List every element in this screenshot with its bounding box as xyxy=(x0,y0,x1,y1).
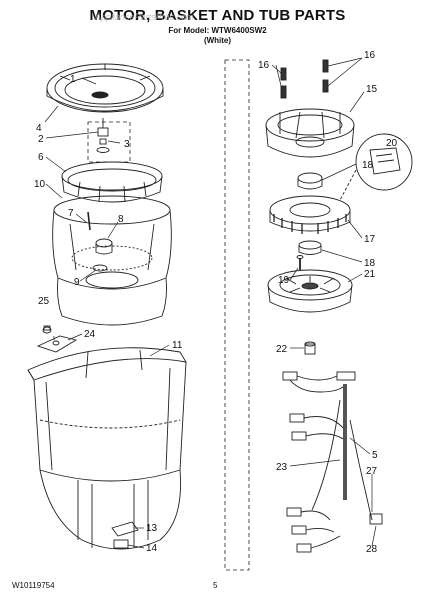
callout-7: 7 xyxy=(68,208,74,219)
callout-27: 27 xyxy=(366,466,378,477)
hall-sensor-detail xyxy=(339,133,413,201)
callout-6: 6 xyxy=(38,152,44,163)
callout-23: 23 xyxy=(276,462,288,473)
callout-4: 4 xyxy=(36,123,42,134)
watermark: AppliancePartsPros.com xyxy=(95,12,194,22)
rotor-part xyxy=(267,269,353,313)
bracket-part xyxy=(36,325,78,353)
callout-14: 14 xyxy=(146,543,158,554)
balance-ring-part xyxy=(46,63,164,113)
callout-1: 1 xyxy=(70,74,76,85)
callout-labels: 1 4 2 3 6 10 7 8 9 25 24 11 13 14 16 16 … xyxy=(34,50,398,555)
page-title: MOTOR, BASKET AND TUB PARTS xyxy=(89,7,346,24)
rotor-bolt-part xyxy=(296,255,304,270)
callout-28: 28 xyxy=(366,544,378,555)
callout-15: 15 xyxy=(366,84,378,95)
callout-3: 3 xyxy=(124,139,130,150)
clip-parts xyxy=(280,59,329,99)
color-line: (White) xyxy=(203,36,232,45)
callout-5: 5 xyxy=(372,450,378,461)
lower-spacer-part xyxy=(298,240,322,255)
tub-bracket-part xyxy=(111,521,139,549)
stator-part xyxy=(269,195,351,234)
wire-harness-part xyxy=(282,371,383,553)
page-number: 5 xyxy=(213,581,218,590)
dashed-group-box xyxy=(87,59,250,571)
motor-housing-part xyxy=(265,108,355,158)
rotor-nut-part xyxy=(304,341,316,355)
callout-24: 24 xyxy=(84,329,96,340)
callout-2: 2 xyxy=(38,134,44,145)
bearing-spacer-part xyxy=(297,172,323,190)
document-number: W10119754 xyxy=(12,581,55,590)
callout-16-right: 16 xyxy=(364,50,376,61)
callout-21: 21 xyxy=(364,269,376,280)
callout-17: 17 xyxy=(364,234,376,245)
wash-basket-part xyxy=(52,195,172,326)
basket-rim-part xyxy=(61,161,163,203)
callout-8: 8 xyxy=(118,214,124,225)
outer-tub-part xyxy=(27,347,187,550)
callout-19: 19 xyxy=(278,275,290,286)
callout-18-upper: 18 xyxy=(362,160,374,171)
callout-20: 20 xyxy=(386,138,398,149)
model-line: For Model: WTW6400SW2 xyxy=(168,26,267,35)
callout-16-left: 16 xyxy=(258,60,270,71)
callout-22: 22 xyxy=(276,344,288,355)
callout-25: 25 xyxy=(38,296,50,307)
callout-13: 13 xyxy=(146,523,158,534)
callout-11: 11 xyxy=(172,340,183,351)
callout-18-lower: 18 xyxy=(364,258,376,269)
hub-nut-part xyxy=(96,118,110,153)
leader-lines xyxy=(44,57,377,549)
callout-10: 10 xyxy=(34,179,46,190)
callout-9: 9 xyxy=(74,277,80,288)
